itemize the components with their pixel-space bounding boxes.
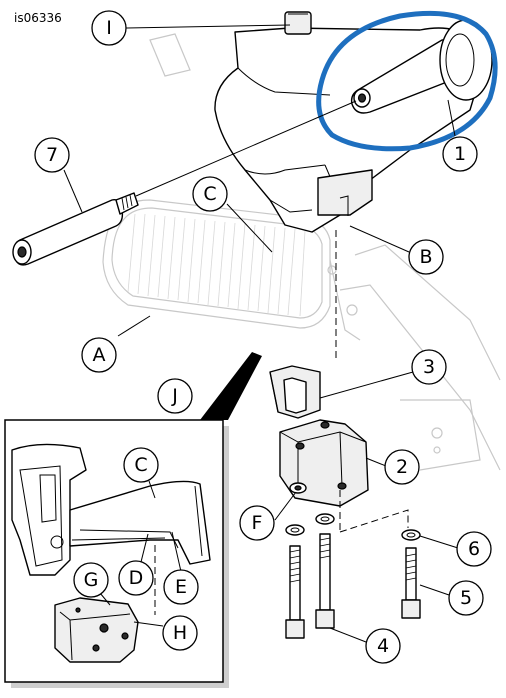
svg-text:5: 5: [460, 587, 472, 609]
svg-text:D: D: [129, 567, 144, 589]
callout-C-inset: C: [123, 447, 159, 483]
callout-6: 6: [456, 531, 492, 567]
callout-1: 1: [442, 136, 478, 172]
svg-text:F: F: [252, 512, 263, 534]
svg-text:C: C: [203, 183, 216, 205]
callout-3: 3: [411, 349, 447, 385]
svg-text:C: C: [134, 454, 147, 476]
clip-part-3: [269, 365, 321, 419]
svg-text:J: J: [171, 385, 178, 407]
svg-text:3: 3: [423, 356, 435, 378]
svg-text:G: G: [84, 569, 99, 591]
svg-text:2: 2: [396, 456, 408, 478]
leader-lines: [63, 24, 459, 643]
svg-text:E: E: [175, 576, 187, 598]
svg-text:A: A: [93, 344, 106, 366]
footboard: [102, 199, 331, 329]
callout-G: G: [73, 562, 109, 598]
callout-2: 2: [384, 449, 420, 485]
svg-text:6: 6: [468, 538, 480, 560]
callout-E: E: [163, 569, 199, 605]
bracket-part-2: [279, 419, 369, 507]
washers: [285, 513, 421, 541]
callout-5: 5: [448, 580, 484, 616]
callout-4: 4: [365, 628, 401, 664]
callout-I: I: [91, 10, 127, 46]
detail-inset-j: [4, 352, 262, 688]
callout-J: J: [157, 378, 193, 414]
highlight-loop: [316, 10, 498, 152]
figure-id: is06336: [14, 11, 62, 25]
svg-text:H: H: [173, 622, 187, 644]
svg-text:4: 4: [377, 635, 389, 657]
callout-F: F: [239, 505, 275, 541]
support-bracket: [214, 11, 493, 233]
callout-A: A: [81, 337, 117, 373]
svg-text:7: 7: [46, 144, 58, 166]
svg-text:1: 1: [454, 143, 466, 165]
callout-D: D: [118, 560, 154, 596]
svg-text:B: B: [419, 246, 432, 268]
callout-C-top: C: [192, 176, 228, 212]
spacer-part-7: [12, 192, 139, 266]
svg-text:I: I: [106, 17, 112, 39]
bolts: [285, 533, 421, 639]
callouts: I 1 7 C B A J 3: [34, 10, 492, 664]
callout-B: B: [408, 239, 444, 275]
callout-7: 7: [34, 137, 70, 173]
frame-ghost: [149, 33, 501, 471]
callout-H: H: [162, 615, 198, 651]
